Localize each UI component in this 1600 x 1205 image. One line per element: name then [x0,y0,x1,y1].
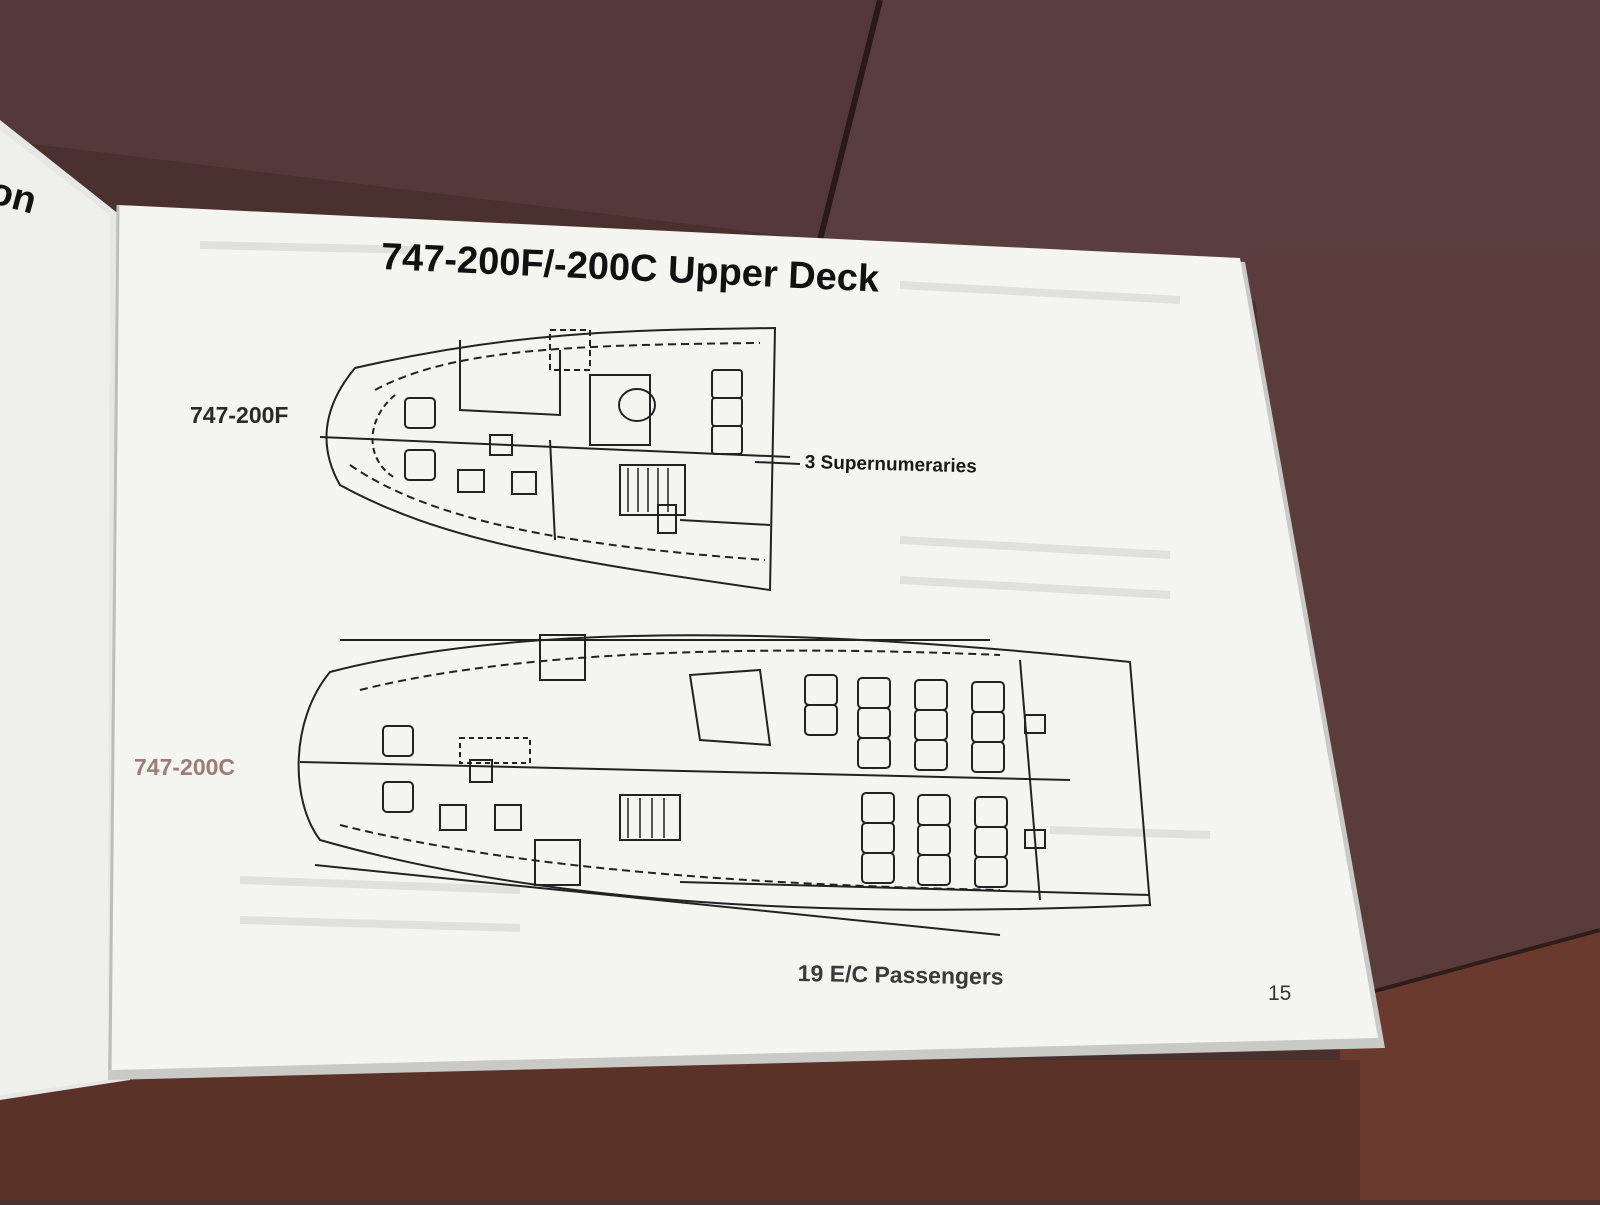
wood-floor [1340,930,1600,1200]
pilot-seat [404,397,436,429]
lavatory [618,388,656,422]
combi-deck-plan [297,634,1152,936]
supernumerary-leader-line [754,461,801,465]
freighter-centerline [319,436,791,458]
freighter-fuselage-outline [325,326,777,592]
pilot-seat [382,725,414,757]
supernumeraries-callout: 3 Supernumeraries [804,452,978,478]
passengers-callout: 19 E/C Passengers [797,960,1004,990]
tile-grout [817,0,883,241]
copilot-seat [382,781,414,813]
freighter-label: 747-200F [190,402,289,428]
show-through [199,241,1211,932]
supernumerary-seat [711,425,743,455]
wood-floor-front [0,1060,1360,1200]
lavatory [688,668,772,747]
spine [108,204,120,1071]
freighter-deck-plan [319,326,791,592]
combi-stairs [619,794,681,841]
freighter-stairs [619,464,686,516]
page-number: 15 [1268,982,1292,1005]
combi-label: 747-200C [134,754,236,780]
passenger-seats [804,674,1008,888]
copilot-seat [404,449,436,481]
right-page [110,205,1378,1070]
passenger-seat-block-upper [804,674,1005,773]
passenger-seat-block-lower [861,792,1008,888]
combi-centerline [299,761,1071,781]
combi-fuselage-outline [297,634,1152,911]
